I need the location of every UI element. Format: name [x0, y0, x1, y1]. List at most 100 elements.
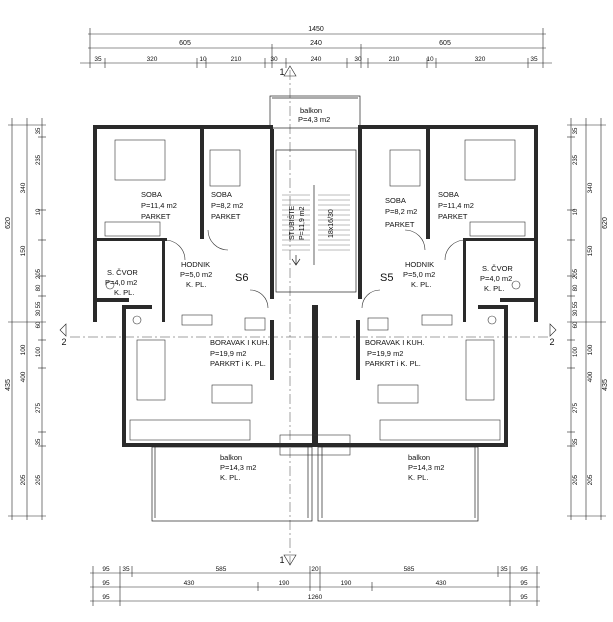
- svg-text:BORAVAK I KUH.: BORAVAK I KUH.: [210, 338, 269, 347]
- dim-right-r2-4: 205: [587, 474, 594, 485]
- dim-top-r3-6: 30: [354, 56, 362, 63]
- svg-text:STUBIŠTE: STUBIŠTE: [287, 205, 296, 240]
- svg-text:K. PL.: K. PL.: [114, 288, 134, 297]
- svg-text:PARKET: PARKET: [211, 212, 241, 221]
- svg-text:P=8,2 m2: P=8,2 m2: [385, 207, 417, 216]
- dim-right-r3-9: 275: [573, 402, 579, 413]
- dim-right-r3-8: 100: [573, 346, 579, 357]
- svg-text:SOBA: SOBA: [385, 196, 406, 205]
- bed-right-small: [389, 149, 421, 187]
- svg-text:P=19,9 m2: P=19,9 m2: [210, 349, 246, 358]
- dim-bot-r2-4: 430: [436, 580, 447, 587]
- door-swing-4: [444, 239, 466, 261]
- kitchen-left: [129, 419, 251, 441]
- svg-text:BORAVAK I KUH.: BORAVAK I KUH.: [365, 338, 424, 347]
- label-boravak-left: BORAVAK I KUH. P=19,9 m2 PARKRT i K. PL.: [210, 338, 269, 368]
- dim-bot-r3-0: 95: [102, 594, 110, 601]
- label-unit-s5: S5: [380, 272, 393, 284]
- label-hodnik-left: HODNIK P=5,0 m2 K. PL.: [180, 260, 212, 289]
- door-swing-1: [164, 239, 186, 261]
- svg-text:K. PL.: K. PL.: [484, 284, 504, 293]
- label-soba-right-small: SOBA P=8,2 m2 PARKET: [385, 196, 417, 229]
- svg-text:P=11,4 m2: P=11,4 m2: [438, 201, 474, 210]
- svg-text:SOBA: SOBA: [141, 190, 162, 199]
- label-unit-s6: S6: [235, 272, 248, 284]
- svg-text:2: 2: [61, 337, 66, 347]
- dim-left-r3-0: 35: [36, 127, 42, 134]
- bath-left: [181, 314, 213, 326]
- dim-left-r3-10: 35: [36, 438, 42, 445]
- dim-bot-r1-4: 585: [404, 566, 415, 573]
- dim-right-r3-10: 35: [573, 438, 579, 445]
- svg-text:K. PL.: K. PL.: [220, 473, 240, 482]
- dim-left-r2-0: 340: [20, 182, 27, 193]
- label-balkon-left: balkon P=14,3 m2 K. PL.: [220, 453, 256, 482]
- dim-top-r3-7: 210: [389, 56, 400, 63]
- dim-left-r3-9: 275: [36, 402, 42, 413]
- svg-text:P=19,9 m2: P=19,9 m2: [367, 349, 403, 358]
- svg-text:PARKET: PARKET: [438, 212, 468, 221]
- left-dimensions: 620 435 340 150 100 400 205 35 235 10 20…: [5, 118, 46, 520]
- svg-text:HODNIK: HODNIK: [181, 260, 210, 269]
- dim-bot-r1-6: 95: [520, 566, 528, 573]
- bottom-dimensions: 95 35 585 20 585 35 95 95 430 190 190 43…: [90, 566, 540, 606]
- section-mark-bottom: 1: [279, 554, 297, 566]
- building-walls: [93, 95, 538, 522]
- dim-right-r2-0: 340: [587, 182, 594, 193]
- door-swing-6: [361, 289, 381, 309]
- svg-text:P=4,3 m2: P=4,3 m2: [298, 115, 330, 124]
- dim-bot-r2-0: 95: [102, 580, 110, 587]
- dim-left-total-lower: 435: [5, 379, 12, 391]
- top-dimensions: 1450 605 240 605 35 320 10 210 30 240 30…: [80, 26, 552, 68]
- dim-top-r3-2: 10: [199, 56, 207, 63]
- label-soba-left-big: SOBA P=11,4 m2 PARKET: [141, 190, 177, 221]
- door-swing-3: [404, 229, 426, 251]
- sofa-right: [465, 339, 495, 401]
- right-dimensions: 35 235 10 205 80 55 30 60 100 275 35 205…: [567, 118, 609, 520]
- dim-top-r3-4: 30: [270, 56, 278, 63]
- room-labels: balkon P=4,3 m2 SOBA P=11,4 m2 PARKET SO…: [105, 106, 513, 482]
- dim-left-r3-5: 55: [36, 301, 42, 308]
- svg-text:2: 2: [549, 337, 554, 347]
- dim-bot-r3-1: 1260: [308, 594, 323, 601]
- dim-top-r3-5: 240: [311, 56, 322, 63]
- section-marks: 1 1 2 2: [59, 65, 557, 566]
- dim-right-total-upper: 620: [602, 217, 609, 229]
- dim-bot-r2-3: 190: [341, 580, 352, 587]
- dim-left-r3-2: 10: [36, 208, 42, 215]
- label-hodnik-right: HODNIK P=5,0 m2 K. PL.: [403, 260, 435, 289]
- dim-right-r3-11: 205: [573, 474, 579, 485]
- dim-bot-r1-1: 35: [122, 566, 130, 573]
- svg-text:K. PL.: K. PL.: [411, 280, 431, 289]
- door-swing-2: [207, 229, 229, 251]
- dim-left-r2-4: 205: [20, 474, 27, 485]
- svg-text:P=8,2 m2: P=8,2 m2: [211, 201, 243, 210]
- svg-text:S. ČVOR: S. ČVOR: [482, 264, 513, 273]
- table-left: [211, 384, 253, 404]
- dim-right-r3-4: 80: [573, 284, 579, 291]
- section-mark-left: 2: [59, 323, 67, 347]
- svg-text:S5: S5: [380, 272, 393, 284]
- dim-top-r2-c: 605: [439, 40, 451, 47]
- dim-bot-r2-2: 190: [279, 580, 290, 587]
- svg-text:P=14,3 m2: P=14,3 m2: [220, 463, 256, 472]
- column-left: [132, 315, 142, 325]
- svg-text:S. ČVOR: S. ČVOR: [107, 268, 138, 277]
- door-swing-5: [249, 289, 269, 309]
- dim-left-r3-1: 235: [36, 154, 42, 165]
- svg-text:SOBA: SOBA: [211, 190, 232, 199]
- svg-text:P=4,0 m2: P=4,0 m2: [480, 274, 512, 283]
- label-cvor-left: S. ČVOR P=4,0 m2 K. PL.: [105, 268, 138, 297]
- dim-top-r3-10: 35: [530, 56, 538, 63]
- dim-right-r2-2: 100: [587, 344, 594, 355]
- table-balcony: [279, 434, 351, 456]
- wc-left: [105, 280, 115, 290]
- dim-right-r3-5: 55: [573, 301, 579, 308]
- dim-left-r2-3: 400: [20, 371, 27, 382]
- dim-top-r3-3: 210: [231, 56, 242, 63]
- svg-text:P=4,0 m2: P=4,0 m2: [105, 278, 137, 287]
- dim-right-total-lower: 435: [602, 379, 609, 391]
- bed-left-big: [114, 139, 166, 181]
- label-balkon-right: balkon P=14,3 m2 K. PL.: [408, 453, 444, 482]
